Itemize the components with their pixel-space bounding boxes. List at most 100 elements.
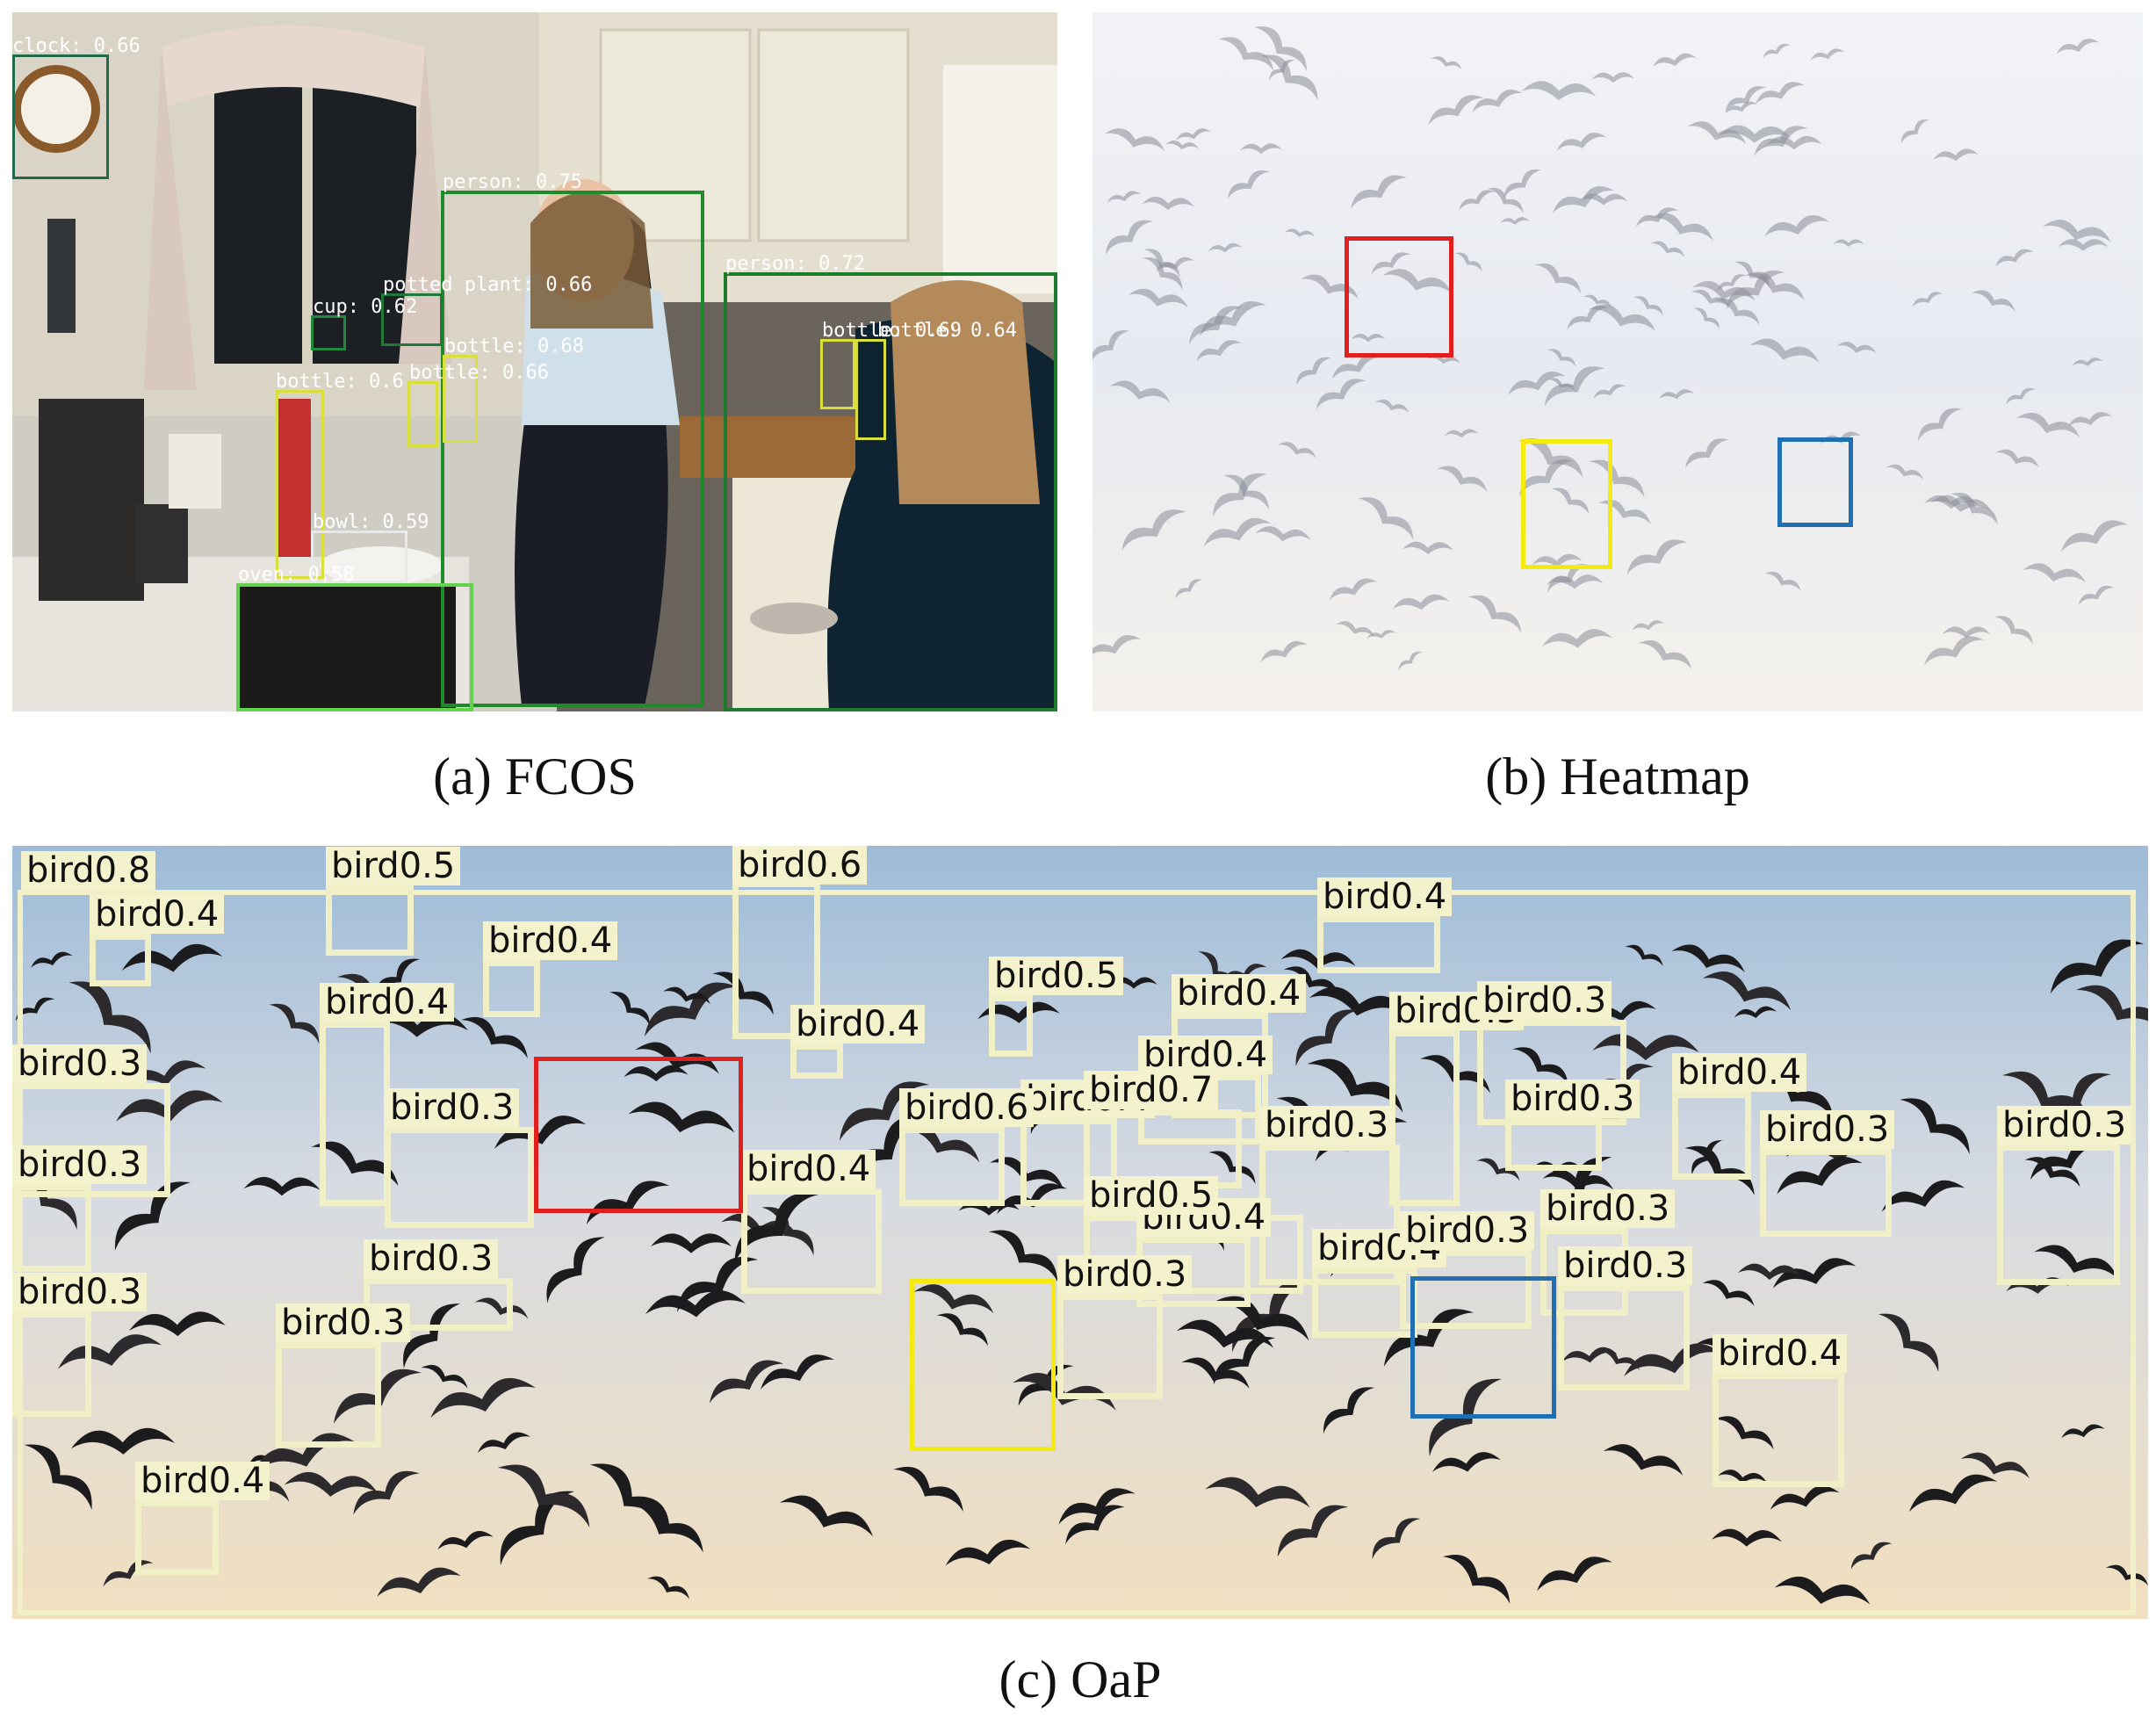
- detection-label-bird: bird0.5: [989, 957, 1124, 995]
- detection-label: bottle: 0.66: [409, 362, 549, 384]
- bird-silhouette: [645, 1290, 746, 1318]
- bird-silhouette: [103, 1560, 154, 1587]
- bird-silhouette: [1205, 1477, 1310, 1508]
- detection-label: cup: 0.62: [313, 296, 418, 318]
- bird-silhouette: [1372, 1518, 1421, 1559]
- detection-box-bird: [899, 1127, 1005, 1206]
- detection-box-person-2: [724, 272, 1057, 711]
- bird-silhouette: [893, 1466, 963, 1512]
- bird-silhouette: [1211, 1296, 1309, 1341]
- bird-silhouette: [546, 1237, 605, 1304]
- detection-label: bowl: 0.59: [313, 511, 429, 533]
- detection-label: clock: 0.66: [12, 35, 141, 57]
- bird-silhouette: [977, 1001, 1060, 1023]
- detection-label-bird: bird0.3: [1057, 1255, 1193, 1294]
- bird-silhouette: [2050, 939, 2145, 994]
- detection-label-bird: bird0.5: [1084, 1176, 1219, 1215]
- bird-silhouette: [1850, 1542, 1893, 1570]
- bird-silhouette: [1013, 1372, 1116, 1411]
- bird-silhouette: [1542, 1170, 1614, 1190]
- bird-silhouette: [1900, 1098, 1970, 1155]
- bird-silhouette: [1283, 966, 1339, 997]
- detection-box-bird: [12, 1083, 170, 1197]
- bird-silhouette: [628, 1101, 735, 1133]
- bird-silhouette: [24, 1444, 92, 1511]
- detection-label-bird: bird0.3: [1477, 981, 1612, 1020]
- bird-silhouette: [647, 1576, 689, 1600]
- detection-box-bottle-3: [443, 355, 478, 443]
- bird-silhouette: [1176, 1319, 1274, 1348]
- detection-label-bird: bird0.3: [276, 1304, 411, 1342]
- detection-label: bottle: 0.68: [444, 336, 584, 357]
- fcos-detection-image: clock: 0.66 person: 0.75 person: 0.72 po…: [12, 12, 1057, 711]
- bird-silhouette: [57, 1334, 162, 1369]
- bird-silhouette: [1531, 1161, 1583, 1174]
- detection-label-bird: bird0.4: [1317, 877, 1453, 916]
- bird-silhouette: [589, 1463, 670, 1535]
- detection-box-bird: [483, 960, 540, 1017]
- detection-box-bird: [90, 934, 151, 986]
- detection-box-person-1: [441, 191, 704, 707]
- detection-box-bottle-4: [820, 339, 855, 409]
- bird-silhouette: [1774, 1576, 1871, 1605]
- detection-label-bird: bird0.3: [1400, 1211, 1535, 1250]
- detection-label-bird: bird0.3: [1558, 1246, 1693, 1285]
- bird-silhouette: [1691, 1140, 1723, 1175]
- detection-box-bird: [1672, 1092, 1751, 1180]
- kitchen-scene-illustration: [12, 12, 1057, 711]
- detection-box-bird: [1505, 1118, 1602, 1171]
- oap-detection-image: bird0.8 bird0.5 bird0.4 bird0.4 bird0.4 bird0…: [12, 846, 2148, 1619]
- caption-c: (c) OaP: [999, 1650, 1162, 1708]
- bird-silhouette: [936, 1313, 989, 1347]
- detection-box-oven: [236, 583, 473, 711]
- detection-label: person: 0.75: [443, 171, 582, 193]
- detection-label-bird: bird0.3: [385, 1088, 520, 1127]
- bird-silhouette: [2030, 1139, 2107, 1181]
- detection-label-bird: bird0.3: [1505, 1080, 1640, 1118]
- bird-silhouette: [1383, 1309, 1475, 1367]
- bird-silhouette: [269, 1003, 320, 1044]
- bird-silhouette: [243, 1176, 321, 1196]
- highlight-box-blue: [1410, 1276, 1556, 1419]
- detection-label-bird: bird0.3: [12, 1273, 148, 1311]
- detection-label-bird: bird0.3: [1259, 1106, 1395, 1145]
- bird-silhouette: [1307, 1058, 1403, 1113]
- bird-silhouette: [375, 958, 421, 998]
- bird-silhouette: [377, 1567, 461, 1597]
- detection-label-bird: bird0.5: [326, 847, 461, 885]
- bird-silhouette: [988, 1230, 1058, 1282]
- highlight-box-yellow: [1521, 439, 1612, 569]
- detection-label-bird: bird0.4: [1172, 974, 1307, 1013]
- detection-label-bird: bird0.8: [21, 851, 156, 890]
- bird-silhouette: [497, 1464, 590, 1527]
- detection-box-bottle-2: [407, 381, 438, 447]
- bird-silhouette: [2105, 1564, 2148, 1586]
- bird-silhouette: [114, 1181, 191, 1251]
- detection-box-bird: [326, 885, 414, 956]
- detection-label-bird: bird0.4: [1138, 1036, 1273, 1074]
- detection-box-bird: [135, 1500, 219, 1575]
- bird-silhouette: [477, 1432, 531, 1454]
- detection-label: bottle: 0.69: [822, 320, 962, 342]
- detection-box-potted-plant: [381, 293, 443, 346]
- bird-silhouette: [663, 986, 710, 1005]
- bird-silhouette: [1684, 1145, 1755, 1195]
- bird-silhouette: [1323, 1387, 1374, 1434]
- bird-silhouette: [69, 981, 151, 1054]
- detection-label: bottle: 0.6: [276, 371, 404, 393]
- detection-label: potted plant: 0.66: [383, 274, 593, 296]
- bird-silhouette: [403, 1304, 461, 1369]
- detection-box-bird: [276, 1342, 381, 1448]
- bird-silhouette: [843, 1116, 929, 1188]
- detection-label-bird: bird0.4: [483, 921, 618, 960]
- detection-label-bird: bird0.3: [1540, 1189, 1676, 1228]
- detection-box-bird: [1020, 1118, 1117, 1206]
- detection-label: bottle: 0.64: [877, 320, 1017, 342]
- bird-silhouette: [2075, 985, 2148, 1036]
- bird-silhouette: [129, 1311, 226, 1337]
- detection-label-bird: bird0.4: [1713, 1334, 1848, 1373]
- bird-silhouette: [721, 1213, 798, 1238]
- bird-silhouette: [421, 1364, 468, 1389]
- bird-silhouette: [623, 1499, 703, 1553]
- bird-silhouette: [1213, 1337, 1276, 1385]
